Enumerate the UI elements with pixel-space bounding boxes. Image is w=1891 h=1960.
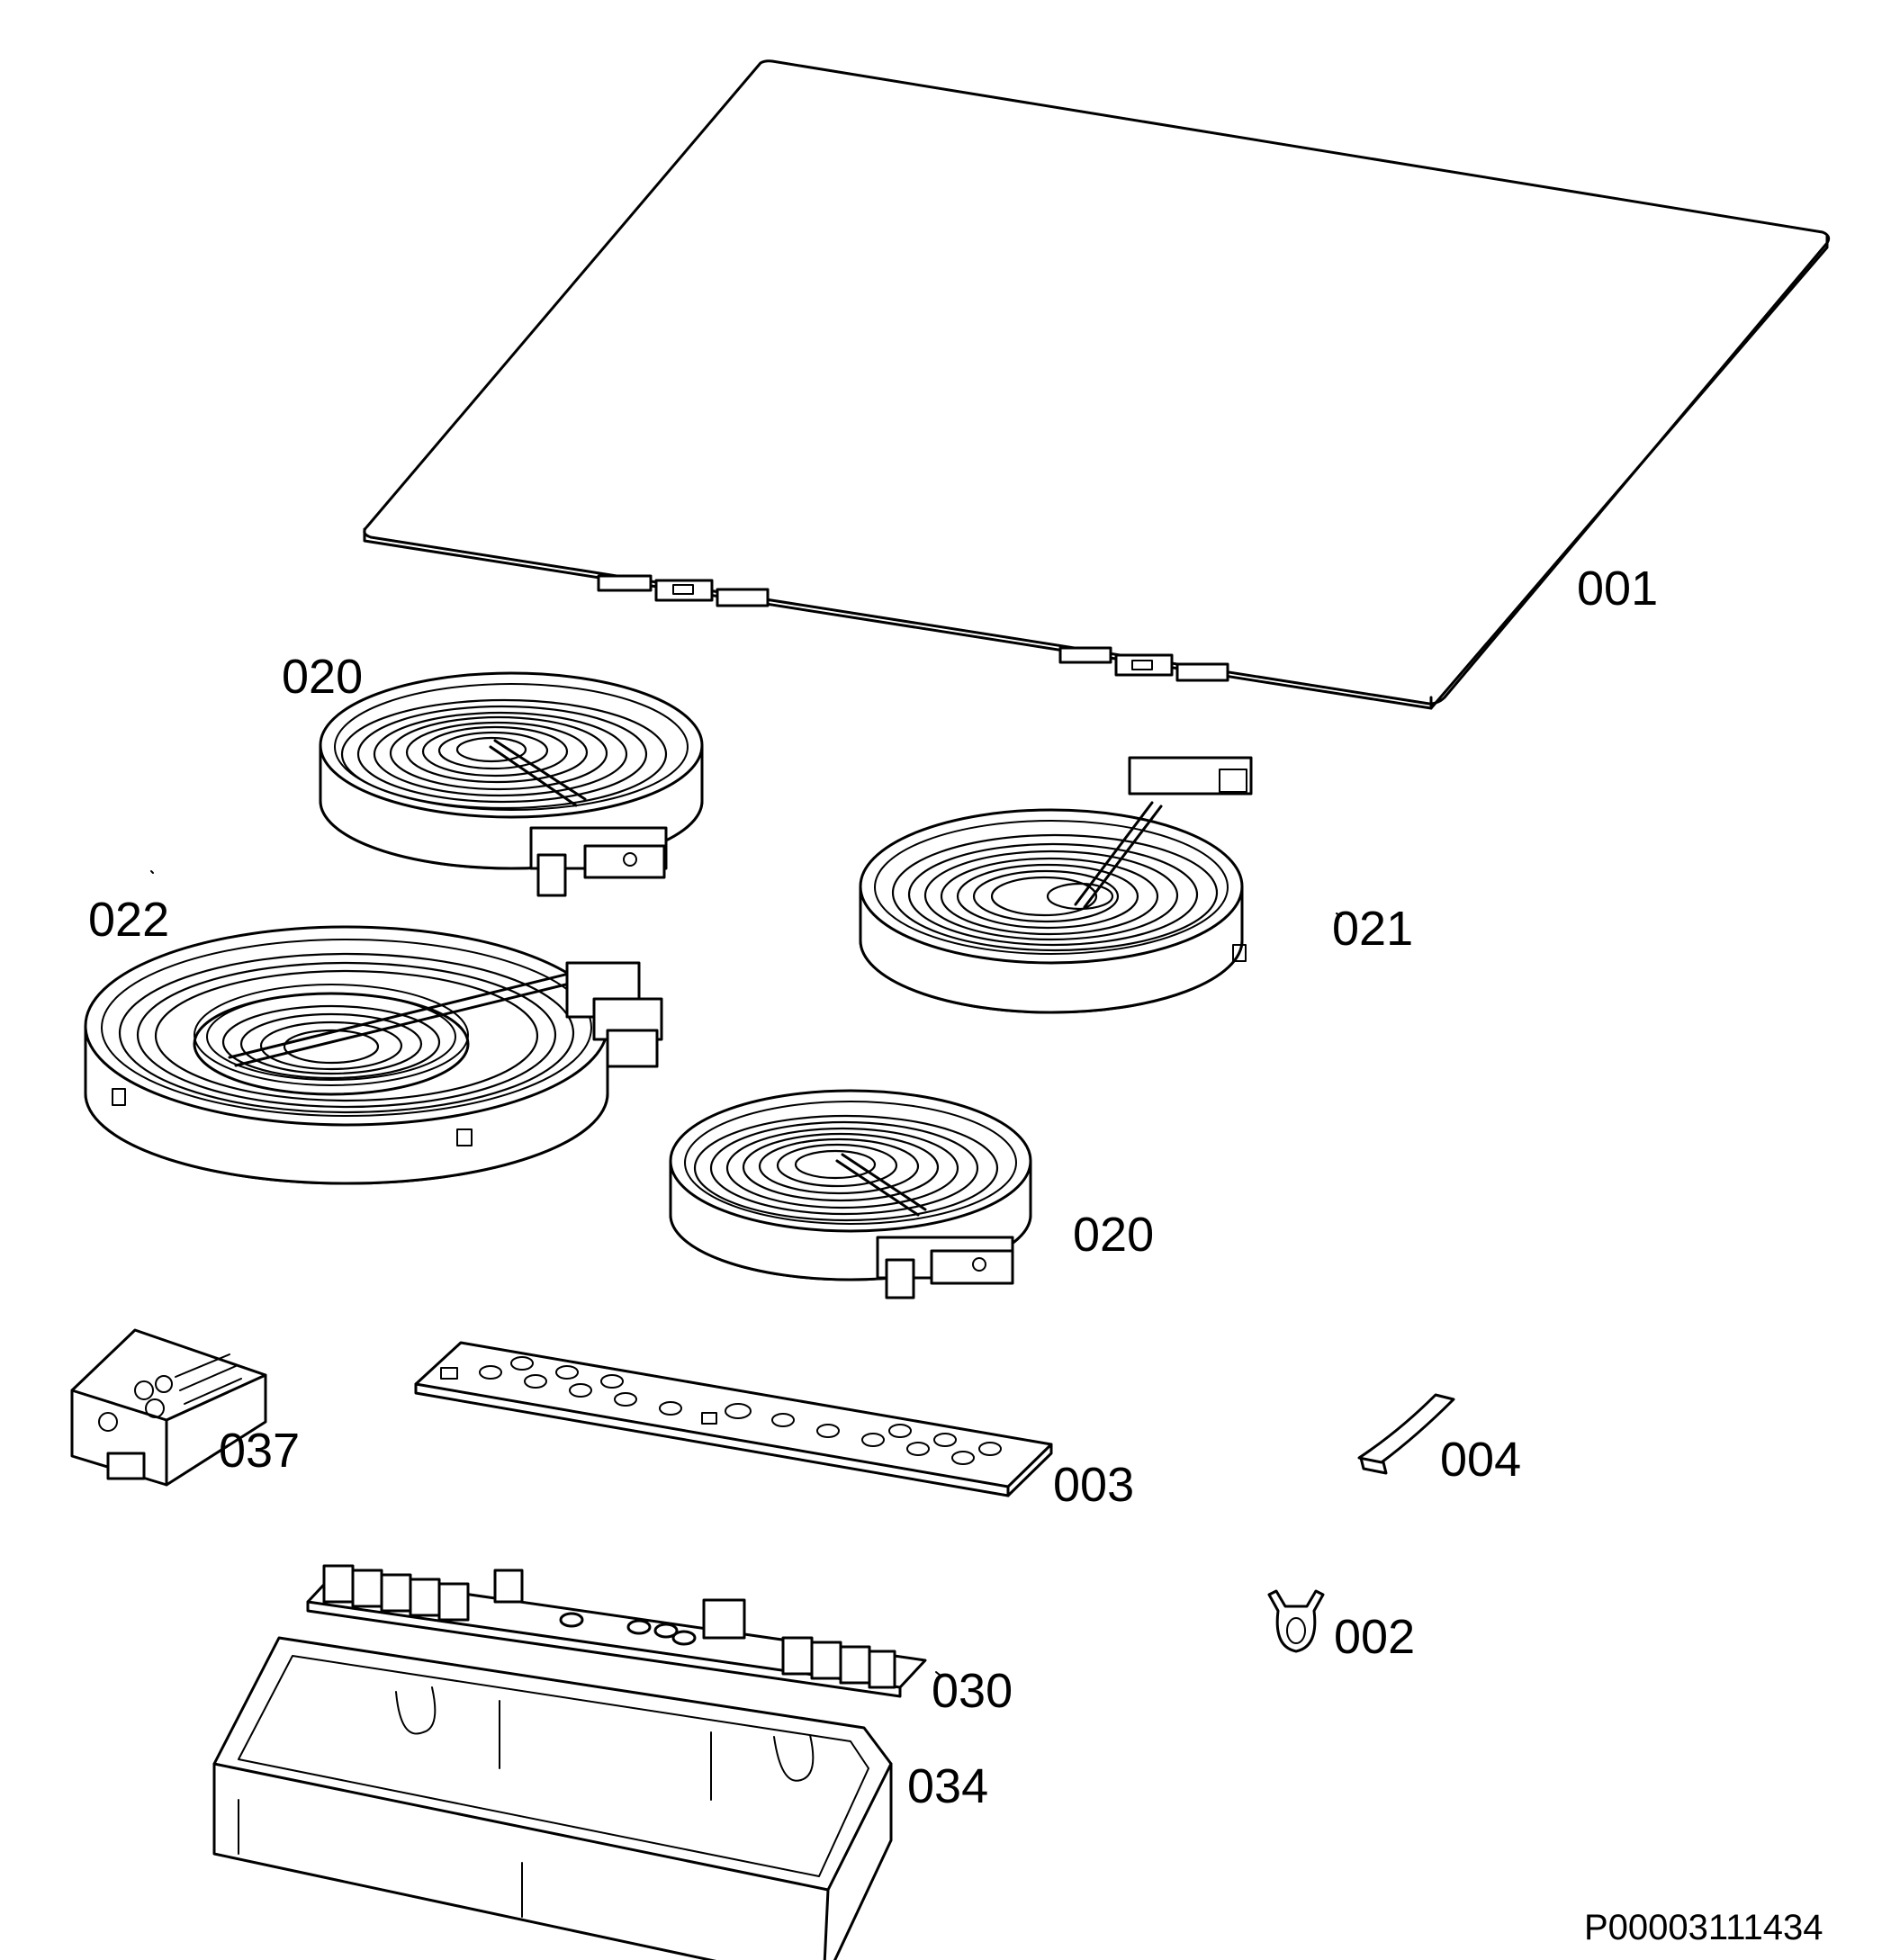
relays: [322, 1564, 896, 1689]
label-034: 034: [907, 1759, 988, 1813]
heater-coil-inner: [221, 1004, 441, 1080]
heater-coil: [340, 698, 668, 810]
label-001: 001: [1577, 562, 1658, 616]
part-022-dual-heater: [84, 925, 663, 1185]
part-037-terminal-block: [70, 1328, 267, 1487]
label-003: 003: [1053, 1458, 1134, 1512]
part-004-spring-clip: [1357, 1393, 1455, 1475]
heater-coil-outer: [118, 952, 575, 1114]
label-037: 037: [219, 1424, 300, 1478]
leader-marks: [150, 870, 1342, 1677]
part-003-control-board: [414, 1341, 1053, 1497]
label-021: 021: [1332, 902, 1413, 956]
heater-coil: [693, 1114, 999, 1222]
board-components: [440, 1356, 1002, 1465]
label-020-front: 020: [1073, 1208, 1154, 1262]
part-021-heater-right: [859, 756, 1253, 1014]
part-034-housing: [212, 1636, 893, 1960]
part-020-heater-front: [669, 1089, 1032, 1299]
part-020-heater-rear-left: [319, 671, 704, 897]
part-001-glass-top: [363, 59, 1831, 710]
label-020-rear: 020: [282, 650, 363, 704]
part-labels: 001 020 021 022 020 037 003 004 002 030 …: [88, 562, 1823, 1947]
label-030: 030: [932, 1664, 1013, 1718]
capacitors: [559, 1612, 697, 1646]
document-code: P00003111434: [1584, 1908, 1823, 1947]
label-002: 002: [1334, 1610, 1415, 1664]
part-030-power-board: [306, 1564, 927, 1698]
label-004: 004: [1440, 1433, 1521, 1487]
label-022: 022: [88, 893, 169, 947]
heater-coil: [891, 833, 1219, 952]
part-002-bracket: [1267, 1589, 1325, 1653]
